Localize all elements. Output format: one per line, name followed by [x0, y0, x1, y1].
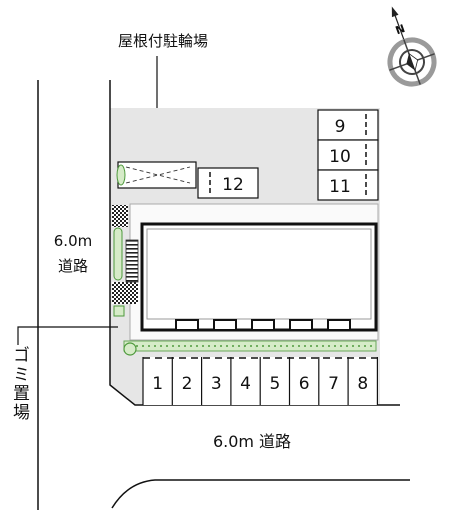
parking-number: 4 [240, 374, 251, 394]
parking-space-10 [317, 139, 379, 171]
bottom-road-edge-line [111, 479, 410, 509]
compass-north-arrowhead-icon [391, 6, 399, 18]
parking-number: 8 [357, 374, 368, 394]
left-road-name-label: 道路 [58, 257, 88, 275]
hedge-icon [113, 227, 123, 281]
stairs-icon [125, 239, 139, 283]
parking-number: 7 [328, 374, 339, 394]
parking-number: 2 [182, 374, 193, 394]
parking-number: 6 [299, 374, 310, 394]
bicycle-roof-line [125, 166, 191, 184]
garbage-area-label: ゴミ置場 [9, 346, 29, 422]
balcony [251, 319, 275, 331]
building-outline [140, 222, 378, 332]
balcony [327, 319, 351, 331]
parking-space-11 [317, 169, 379, 201]
bicycle-roof-line [125, 166, 191, 184]
parking-number: 10 [329, 147, 351, 167]
parking-block-bottom: 1 2 3 4 5 6 7 8 [142, 357, 378, 405]
bicycle-parking-box [117, 161, 197, 189]
parking-number: 12 [222, 175, 244, 195]
paving-pattern [112, 205, 128, 227]
parking-block-middle: 12 [197, 167, 259, 199]
compass: N [387, 6, 437, 87]
tree-icon [123, 342, 137, 356]
parking-block-top-right: 9 10 11 [317, 109, 379, 201]
stair-area [112, 205, 139, 304]
paving-pattern [112, 282, 138, 304]
compass-north-arrow-line [393, 12, 406, 42]
building [140, 222, 378, 332]
balcony [289, 319, 313, 331]
parking-number: 11 [329, 177, 351, 197]
balcony [213, 319, 237, 331]
compass-center-mark-light [408, 52, 419, 72]
compass-north-label: N [394, 22, 407, 37]
bicycle-parking-label: 屋根付駐輪場 [118, 32, 208, 50]
parking-space-9 [317, 109, 379, 141]
bicycle-parking-shelter [116, 161, 197, 189]
parking-space-12 [197, 167, 259, 199]
parking-number: 9 [335, 117, 346, 137]
garbage-leader-line [17, 326, 118, 345]
compass-center-mark-icon [406, 53, 416, 71]
left-road-width-label: 6.0m [54, 232, 92, 250]
balcony [175, 319, 199, 331]
parking-number: 1 [152, 374, 163, 394]
bottom-road-label: 6.0m 道路 [213, 432, 291, 451]
garbage-area-box [113, 305, 125, 317]
shrub-icon [116, 164, 126, 186]
parking-number: 3 [211, 374, 222, 394]
parking-number: 5 [269, 374, 280, 394]
